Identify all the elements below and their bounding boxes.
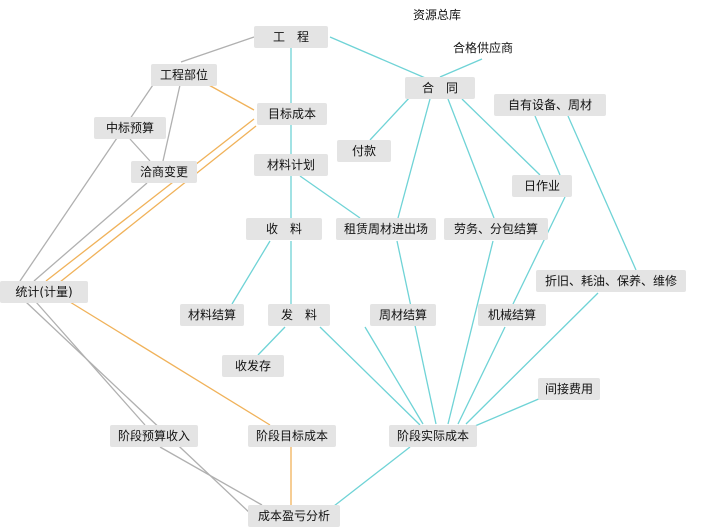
node-daily-work[interactable]: 日作业 (512, 175, 572, 197)
node-machinery-settlement[interactable]: 机械结算 (478, 304, 546, 326)
connector-contract-rental (397, 98, 431, 219)
node-material-plan[interactable]: 材料计划 (254, 154, 328, 176)
connector-stats-profit (25, 301, 253, 516)
node-material-settlement[interactable]: 材料结算 (180, 304, 244, 326)
connector-target-cost-stats-a (45, 118, 255, 282)
connector-bid-change (129, 138, 151, 162)
connector-labor-actual-cost (447, 240, 494, 425)
connector-receive-material-settle (231, 240, 271, 305)
node-cost-profit-analysis[interactable]: 成本盈亏分析 (248, 505, 340, 527)
node-statistics[interactable]: 统计(计量) (0, 281, 88, 303)
node-own-equipment[interactable]: 自有设备、周材 (494, 94, 606, 116)
connector-own-equipment-daily-work (534, 115, 561, 176)
node-rental-materials[interactable]: 租赁周材进出场 (336, 218, 436, 240)
connector-indirect-actual-cost (474, 397, 542, 427)
node-payment[interactable]: 付款 (337, 140, 391, 162)
node-project-part[interactable]: 工程部位 (151, 64, 217, 86)
connector-daily-work-machinery (512, 196, 566, 305)
connector-part-target-cost (206, 83, 255, 111)
node-issue-material[interactable]: 发 料 (268, 304, 330, 326)
node-depreciation-maintenance[interactable]: 折旧、耗油、保养、维修 (536, 270, 686, 292)
node-rental-settlement[interactable]: 周材结算 (370, 304, 436, 326)
node-bid-budget[interactable]: 中标预算 (94, 117, 166, 139)
node-resource-library[interactable]: 资源总库 (412, 8, 461, 22)
node-project[interactable]: 工 程 (254, 26, 328, 48)
connector-stage-income-profit (159, 446, 263, 506)
node-receive-material[interactable]: 收 料 (246, 218, 322, 240)
connector-supplier-contract (439, 58, 483, 78)
connector-issue-actual-cost (319, 326, 421, 426)
node-stock-in-out[interactable]: 收发存 (222, 355, 284, 377)
node-indirect-cost[interactable]: 间接费用 (538, 378, 600, 400)
connector-actual-cost-profit (333, 446, 411, 507)
connector-contract-labor (447, 98, 495, 219)
connector-project-contract (329, 36, 431, 81)
node-contract[interactable]: 合 同 (405, 77, 475, 99)
node-stage-target-cost[interactable]: 阶段目标成本 (248, 425, 336, 447)
node-stage-budget-income[interactable]: 阶段预算收入 (110, 425, 198, 447)
connector-rental-actual-cost (396, 240, 437, 425)
connector-target-cost-stats-b (59, 125, 257, 283)
connector-contract-daily-work (461, 98, 541, 176)
connector-stats-stage-target (69, 301, 271, 426)
connector-part-stats (19, 78, 158, 282)
node-target-cost[interactable]: 目标成本 (257, 103, 327, 125)
connector-own-equipment-depreciation (567, 115, 637, 271)
connector-project-part (180, 36, 255, 63)
connector-contract-payment (369, 96, 411, 141)
connector-issue-stock (257, 326, 286, 356)
connector-depreciation-actual-cost (465, 292, 599, 425)
node-change-negotiation[interactable]: 洽商变更 (131, 161, 197, 183)
node-stage-actual-cost[interactable]: 阶段实际成本 (389, 425, 477, 447)
connector-plan-rental (299, 175, 361, 219)
node-labor-subcontract[interactable]: 劳务、分包结算 (444, 218, 548, 240)
node-qualified-supplier[interactable]: 合格供应商 (452, 41, 513, 55)
connector-material-settle-actual-cost (364, 326, 424, 425)
connector-change-stats (33, 182, 148, 282)
connector-machinery-actual-cost (457, 326, 506, 425)
connector-part-change (162, 84, 181, 162)
